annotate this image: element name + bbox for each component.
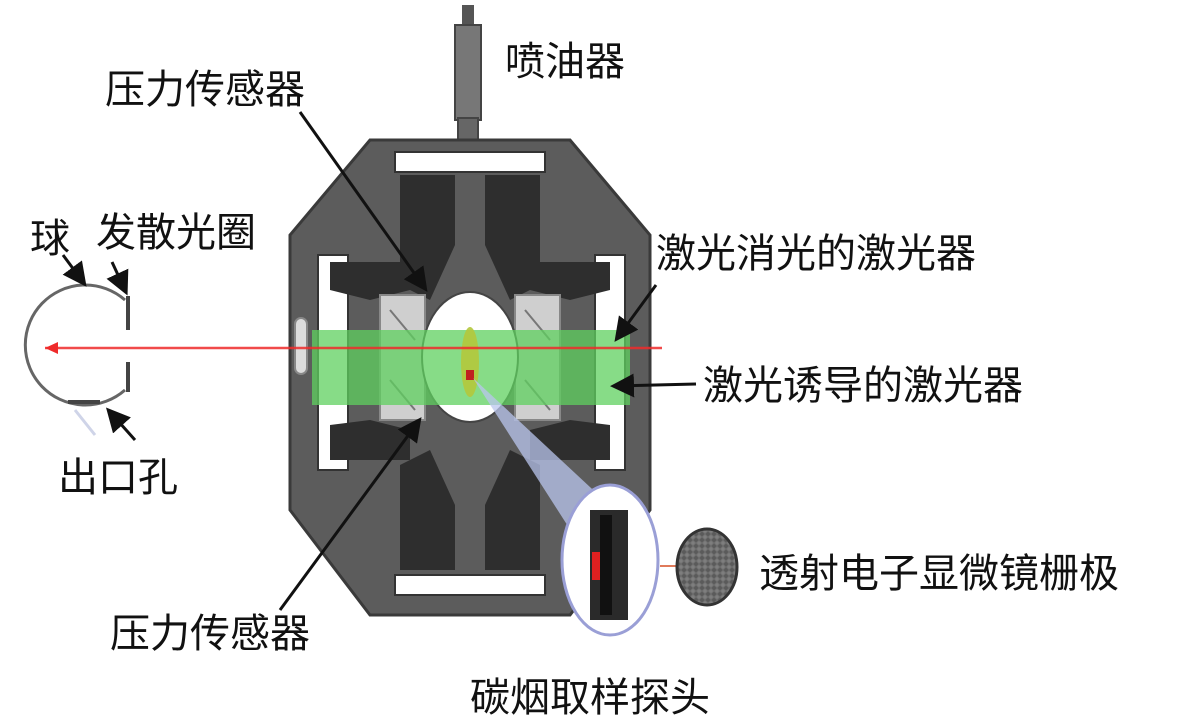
arrow-pressure-sensor-bottom xyxy=(278,417,422,611)
tem-grid xyxy=(675,527,739,607)
label-pressure-sensor-top: 压力传感器 xyxy=(105,67,305,113)
arrow-exit-hole xyxy=(106,407,137,441)
arrow-extinction-laser xyxy=(614,284,658,342)
arrow-pressure-sensor-top xyxy=(298,111,428,292)
label-extinction-laser: 激光消光的激光器 xyxy=(656,231,976,277)
label-tem-grid: 透射电子显微镜栅极 xyxy=(759,551,1119,597)
integrating-sphere xyxy=(23,283,130,436)
arrow-induced-laser xyxy=(610,373,697,398)
side-port xyxy=(294,317,308,375)
label-fuel-injector: 喷油器 xyxy=(505,39,625,85)
arrow-aperture xyxy=(106,261,129,296)
label-ball: 球 xyxy=(30,216,70,262)
label-soot-probe: 碳烟取样探头 xyxy=(470,675,710,721)
arrow-ball xyxy=(61,254,87,287)
label-induced-laser: 激光诱导的激光器 xyxy=(703,363,1023,409)
label-divergent-aperture: 发散光圈 xyxy=(96,210,256,256)
annotation-arrows xyxy=(61,111,697,611)
flame xyxy=(461,327,479,397)
label-pressure-sensor-bottom: 压力传感器 xyxy=(110,611,310,657)
label-exit-hole: 出口孔 xyxy=(58,455,178,501)
chamber-blocks xyxy=(330,175,610,570)
